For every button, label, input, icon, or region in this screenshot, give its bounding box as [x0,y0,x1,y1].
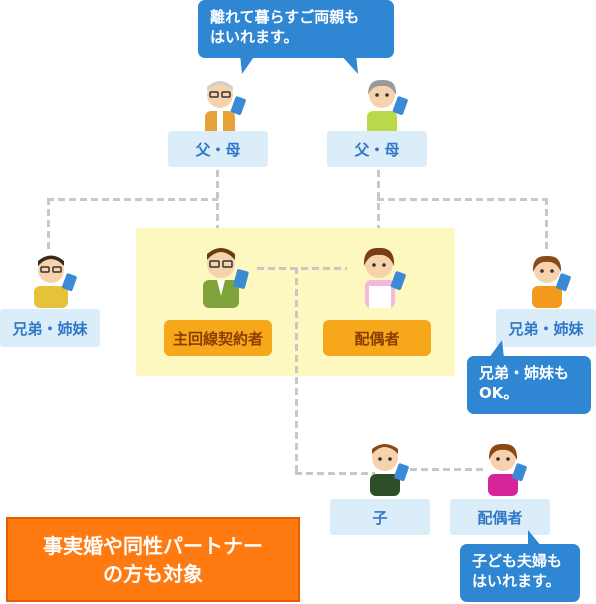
partner-banner: 事実婚や同性パートナー の方も対象 [6,517,300,602]
connector [410,468,484,471]
spouse-node: 配偶者 [323,320,431,356]
siblings-bubble: 兄弟・姉妹も OK。 [467,356,591,414]
child-spouse-girl-icon [488,443,527,496]
connector [47,198,50,250]
connector [295,267,298,474]
father-person-icon [205,81,246,137]
main-contractor-node: 主回線契約者 [164,320,272,356]
sibling-right-node: 兄弟・姉妹 [496,309,596,347]
connector [545,198,548,250]
father-mother-right-node: 父・母 [327,131,427,167]
child-bubble: 子ども夫婦も はいれます。 [460,544,580,602]
parents-bubble-tails [240,54,358,74]
contractor-man-icon [203,248,249,308]
connector [295,472,375,475]
mother-person-icon [367,79,408,137]
spouse-woman-icon [363,247,406,308]
connector [47,198,218,201]
sibling-left-node: 兄弟・姉妹 [0,309,100,347]
connector [257,267,347,270]
child-spouse-node: 配偶者 [450,499,550,535]
child-boy-icon [370,444,409,496]
parents-bubble: 離れて暮らすご両親も はいれます。 [198,0,394,58]
child-node: 子 [330,499,430,535]
father-mother-left-node: 父・母 [168,131,268,167]
sibling-woman-icon [532,255,571,308]
sibling-man-icon [34,255,77,308]
connector [377,198,547,201]
